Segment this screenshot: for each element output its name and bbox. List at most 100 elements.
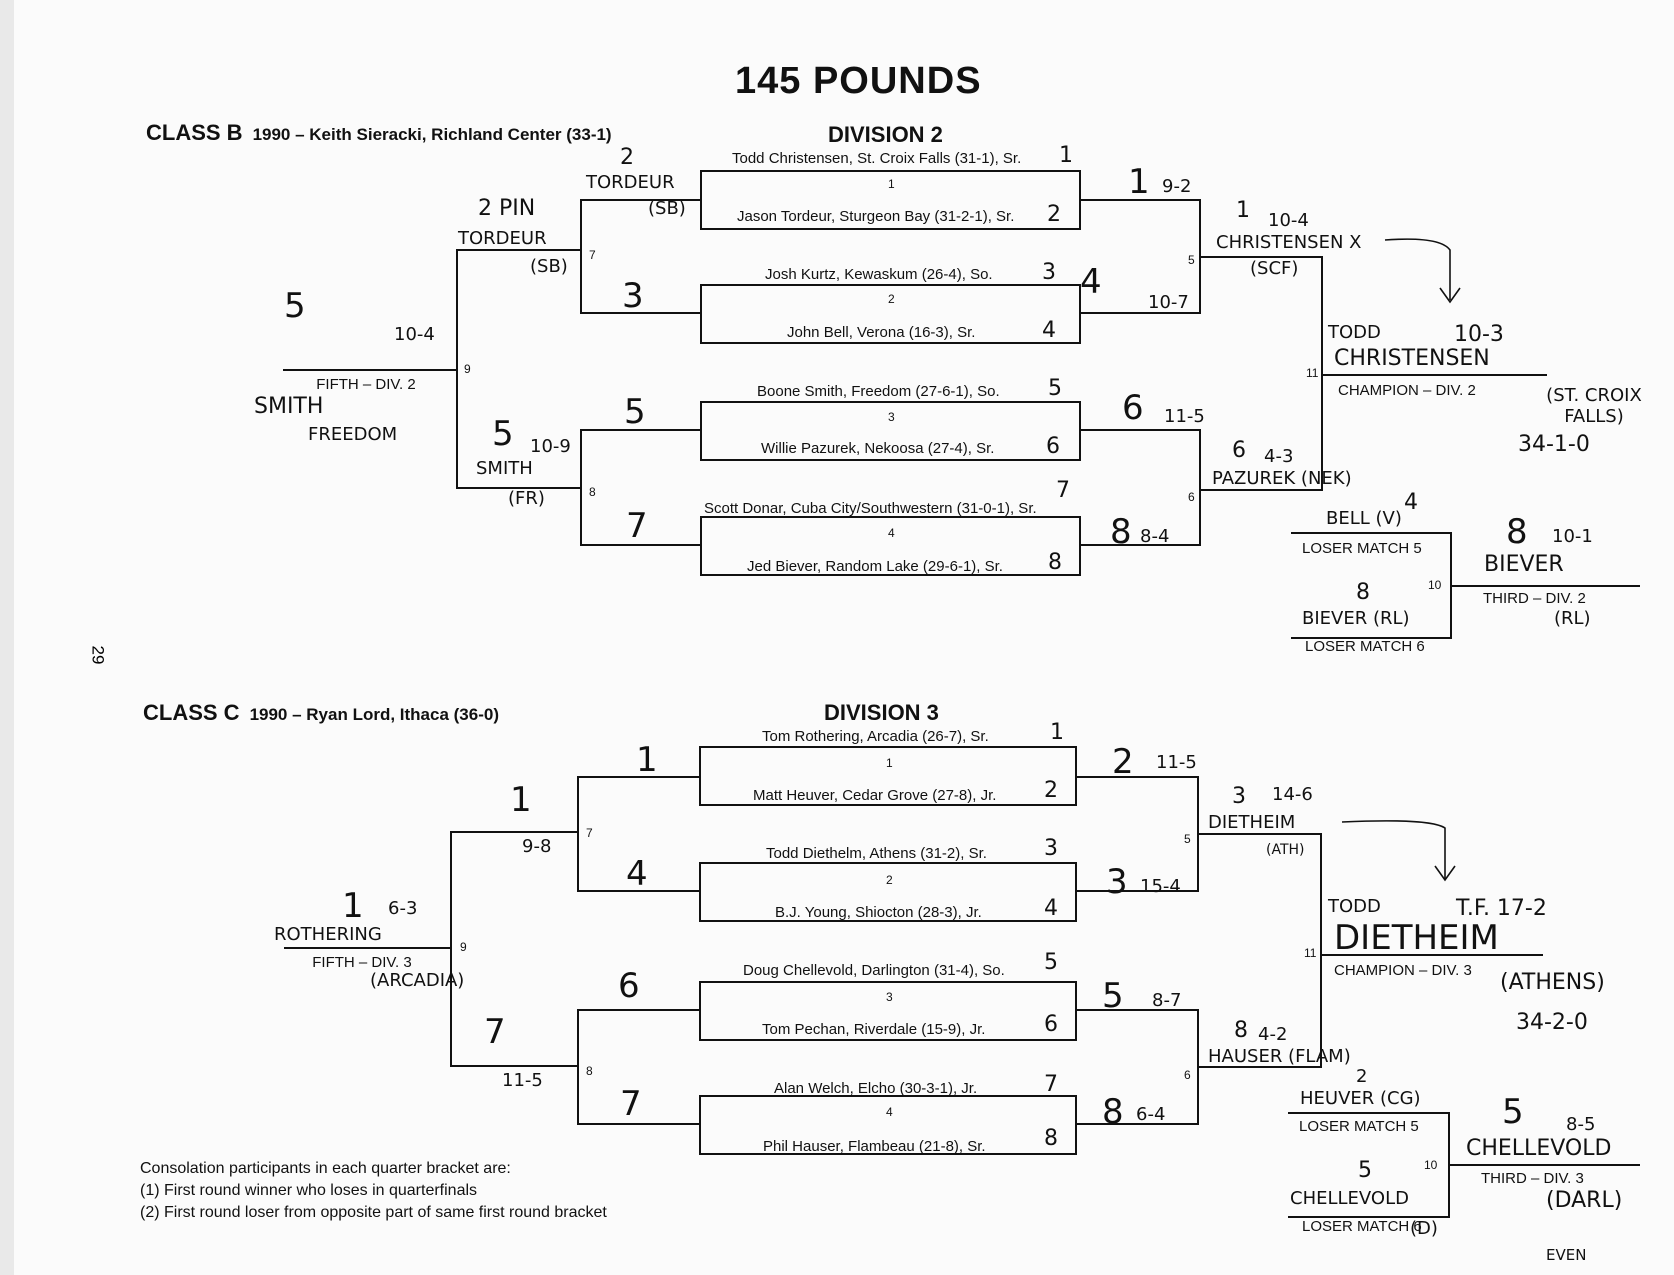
hw-c-r1-third: 6 — [618, 966, 640, 1006]
champion-label-c: CHAMPION – DIV. 3 — [1334, 962, 1472, 979]
hw-c-sf2-score: 4-2 — [1258, 1024, 1288, 1045]
wrestler-c-3: Todd Diethelm, Athens (31-2), Sr. — [766, 845, 987, 862]
hw-b-r1-third: 5 — [624, 392, 646, 432]
hw-b-qf1: 1 — [1128, 162, 1150, 202]
match-num-b-8: 8 — [589, 485, 596, 499]
match-num-c-1: 1 — [886, 756, 893, 770]
hw-c-third-school: (DARL) — [1546, 1188, 1623, 1213]
wrestler-b-7: Scott Donar, Cuba City/Southwestern (31-… — [704, 500, 1037, 517]
hw-seed-c-6: 6 — [1044, 1012, 1058, 1037]
hw-c-champ-name: DIETHEIM — [1334, 918, 1499, 958]
hw-b-third-num: 8 — [1506, 512, 1528, 552]
division-3-header: DIVISION 3 — [824, 700, 939, 725]
hw-b-sf1-school: (SCF) — [1250, 258, 1299, 279]
hw-b-fifth-school: FREEDOM — [308, 424, 398, 445]
consolation-note-2: (1) First round winner who loses in quar… — [140, 1182, 478, 1199]
hw-c-r1-top: 1 — [636, 740, 658, 780]
match-num-c-5: 5 — [1184, 832, 1191, 846]
match-num-c-6: 6 — [1184, 1068, 1191, 1082]
wrestler-b-6: Willie Pazurek, Nekoosa (27-4), Sr. — [761, 440, 995, 457]
hw-c-qf4-score: 6-4 — [1136, 1104, 1166, 1125]
hw-seed-b-3: 3 — [1042, 260, 1056, 285]
hw-seed-c-1: 1 — [1050, 720, 1064, 745]
page-title: 145 POUNDS — [735, 60, 982, 102]
hw-seed-c-8: 8 — [1044, 1126, 1058, 1151]
hw-c-qf2: 3 — [1106, 862, 1128, 902]
hw-b-cons-top-name: TORDEUR — [458, 228, 547, 249]
hw-c-qf1: 2 — [1112, 742, 1134, 782]
match-num-b-10: 10 — [1428, 578, 1442, 592]
fifth-label-b: FIFTH – DIV. 2 — [316, 376, 416, 393]
hw-c-qf3: 5 — [1102, 976, 1124, 1016]
hw-b-fifth-name: SMITH — [254, 394, 324, 419]
hw-b-loser6-num: 8 — [1356, 580, 1370, 605]
hw-c-champ-first: TODD — [1328, 896, 1381, 917]
hw-seed-c-2: 2 — [1044, 778, 1058, 803]
hw-b-qf3-score: 11-5 — [1164, 406, 1205, 427]
hw-b-cons-bot-name: SMITH — [476, 458, 533, 479]
consolation-note-3: (2) First round loser from opposite part… — [140, 1204, 607, 1221]
hw-b-third-name: BIEVER — [1484, 552, 1564, 577]
hw-b-sf1-name: CHRISTENSEN X — [1216, 232, 1362, 253]
hw-c-r1-second: 4 — [626, 854, 648, 894]
match-num-b-5: 5 — [1188, 253, 1195, 267]
hw-c-champ-record: 34-2-0 — [1516, 1010, 1588, 1035]
hw-b-sf1-score: 10-4 — [1268, 210, 1309, 231]
hw-c-qf3-score: 8-7 — [1152, 990, 1182, 1011]
match-num-c-11: 11 — [1304, 946, 1317, 960]
hw-c-loser6-school: (D) — [1410, 1218, 1438, 1239]
match-num-b-7: 7 — [589, 248, 596, 262]
hw-seed-b-2: 2 — [1047, 202, 1061, 227]
hw-b-qf4: 8 — [1110, 512, 1132, 552]
class-b-label: CLASS B — [146, 120, 243, 145]
hw-c-qf4: 8 — [1102, 1092, 1124, 1132]
match-num-b-11: 11 — [1306, 366, 1319, 380]
hw-b-r1-top: 2 — [620, 145, 634, 170]
wrestler-b-4: John Bell, Verona (16-3), Sr. — [787, 324, 976, 341]
class-c-prev-champion: 1990 – Ryan Lord, Ithaca (36-0) — [249, 705, 499, 724]
third-label-b: THIRD – DIV. 2 — [1483, 590, 1586, 607]
hw-b-cons-bot-score: 10-9 — [530, 436, 571, 457]
hw-c-fifth-score: 6-3 — [388, 898, 418, 919]
hw-b-qf1-score: 9-2 — [1162, 176, 1192, 197]
hw-c-third-score: 8-5 — [1566, 1114, 1596, 1135]
hw-c-third-name: CHELLEVOLD — [1466, 1136, 1612, 1161]
hw-b-r1-top-name: TORDEUR — [586, 172, 675, 193]
hw-c-cons-top: 1 — [510, 780, 532, 820]
match-num-b-6: 6 — [1188, 490, 1195, 504]
hw-seed-b-1: 1 — [1059, 143, 1073, 168]
hw-seed-c-3: 3 — [1044, 836, 1058, 861]
hw-c-bottom-note: EVEN — [1546, 1246, 1587, 1264]
hw-b-loser5-name: BELL (V) — [1326, 508, 1402, 529]
hw-b-sf1: 1 — [1236, 198, 1250, 223]
division-2-header: DIVISION 2 — [828, 122, 943, 147]
champion-label-b: CHAMPION – DIV. 2 — [1338, 382, 1476, 399]
third-label-c: THIRD – DIV. 3 — [1481, 1170, 1584, 1187]
hw-b-sf2-score: 4-3 — [1264, 446, 1294, 467]
consolation-note-1: Consolation participants in each quarter… — [140, 1160, 511, 1177]
match-num-b-4: 4 — [888, 526, 895, 540]
hw-c-qf1-score: 11-5 — [1156, 752, 1197, 773]
class-c-label: CLASS C — [143, 700, 240, 725]
hw-b-third-school: (RL) — [1554, 608, 1591, 629]
hw-c-fifth-num: 1 — [342, 886, 364, 926]
hw-b-sf2-name: PAZUREK (NEK) — [1212, 468, 1352, 489]
hw-c-third-num: 5 — [1502, 1092, 1524, 1132]
match-num-c-7: 7 — [586, 826, 593, 840]
wrestler-b-3: Josh Kurtz, Kewaskum (26-4), So. — [765, 266, 993, 283]
hw-b-qf3: 6 — [1122, 388, 1144, 428]
hw-b-fifth-num: 5 — [284, 286, 306, 326]
hw-b-cons-top: 2 PIN — [478, 196, 536, 221]
match-num-c-2: 2 — [886, 873, 893, 887]
hw-seed-b-4: 4 — [1042, 318, 1056, 343]
loser6-label-c: LOSER MATCH 6 — [1302, 1218, 1422, 1235]
match-num-c-9: 9 — [460, 940, 467, 954]
hw-seed-b-8: 8 — [1048, 550, 1062, 575]
hw-c-qf2-score: 15-4 — [1140, 876, 1181, 897]
hw-seed-b-7: 7 — [1056, 478, 1070, 503]
hw-b-cons-bot-school: (FR) — [508, 488, 545, 509]
page-number: 29 — [88, 645, 108, 665]
hw-b-r1-fourth: 7 — [626, 506, 648, 546]
loser6-label-b: LOSER MATCH 6 — [1305, 638, 1425, 655]
